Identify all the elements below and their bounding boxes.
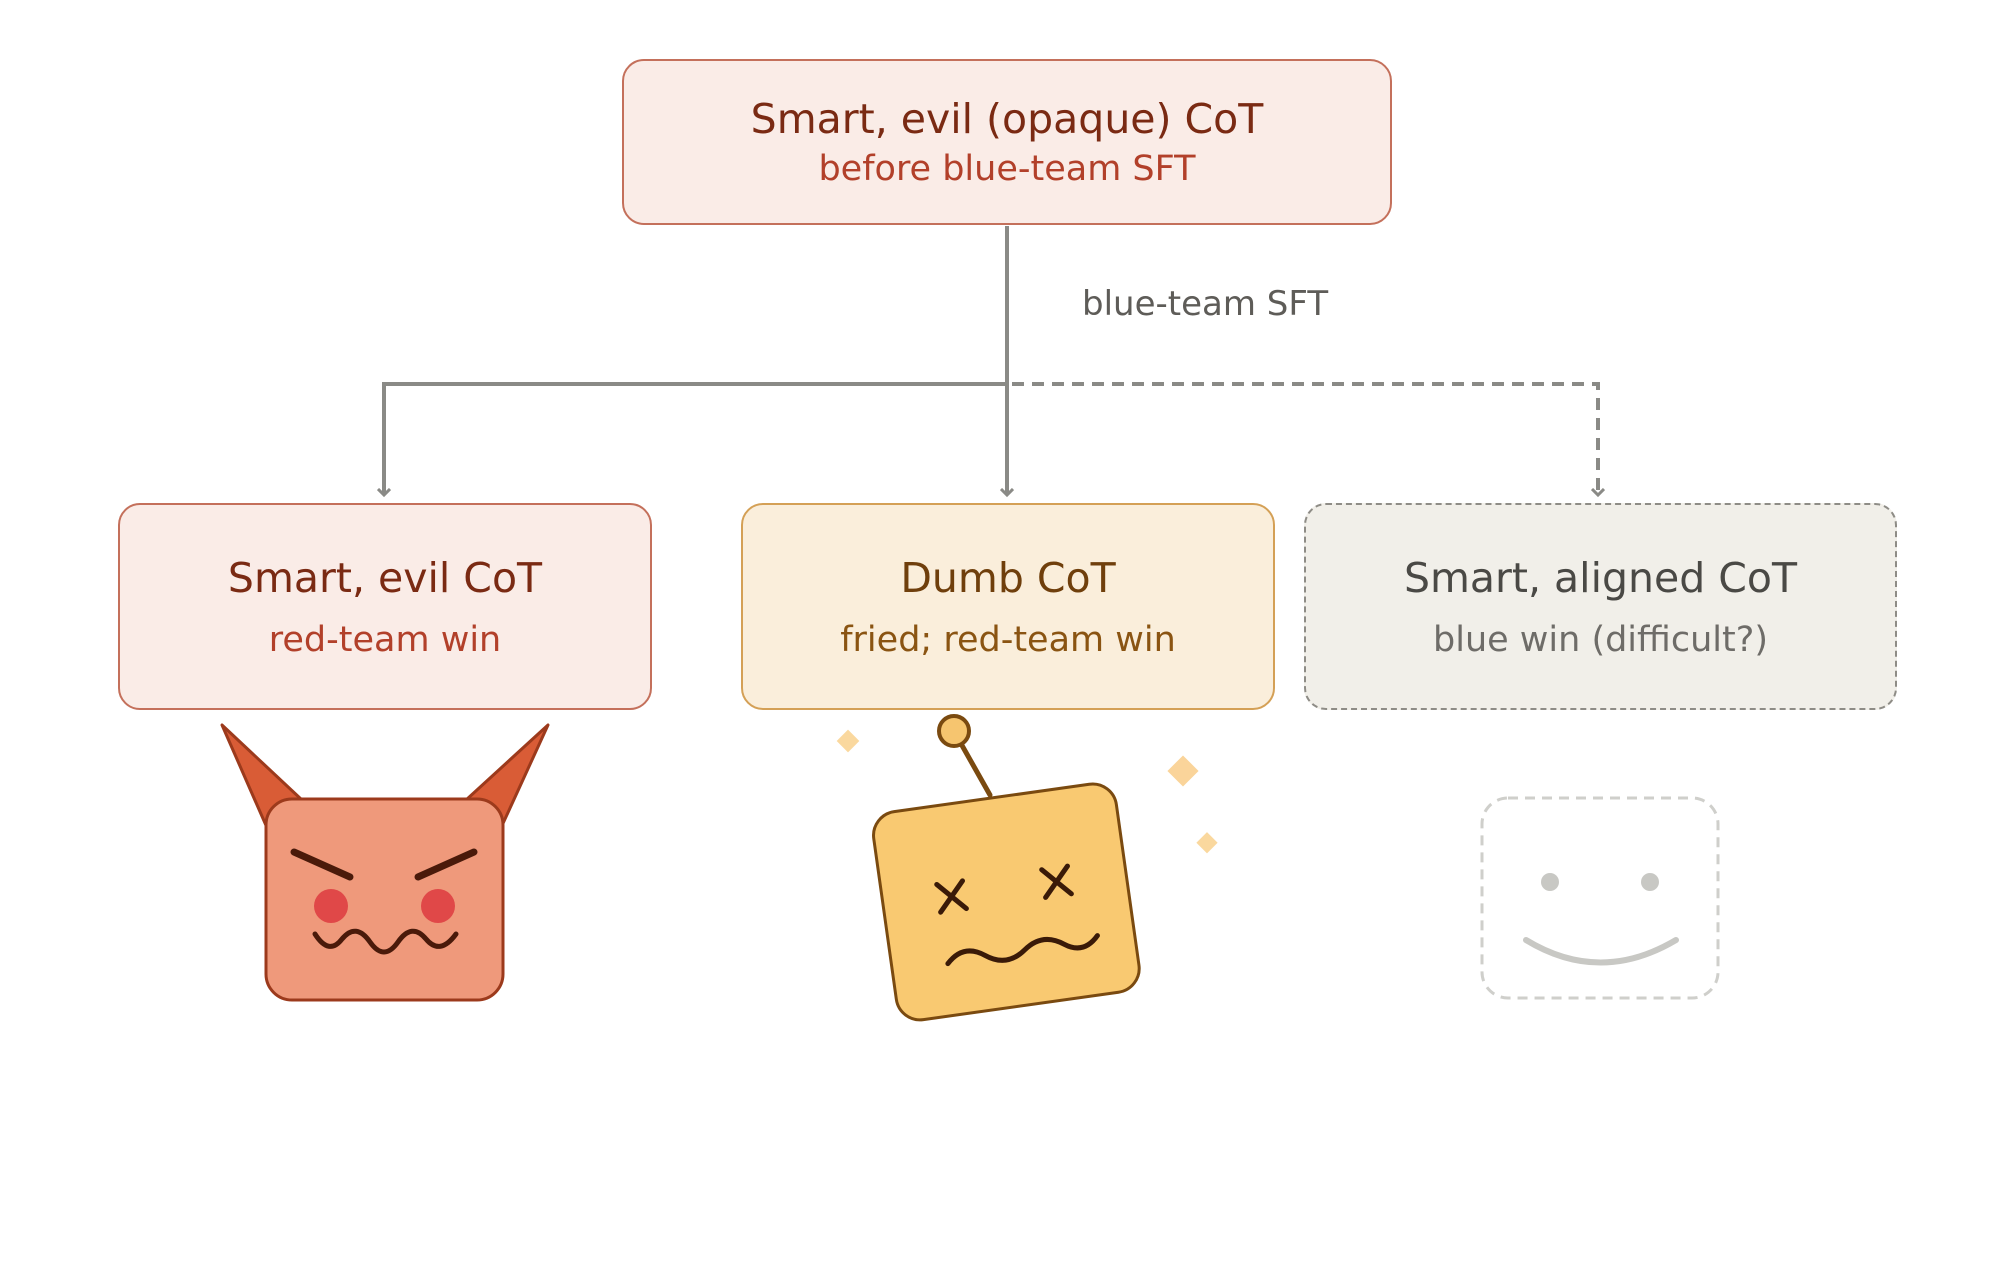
node-dumb: Dumb CoT fried; red-team win bbox=[741, 503, 1275, 710]
node-subtitle: blue win (difficult?) bbox=[1433, 619, 1768, 660]
edge-label: blue-team SFT bbox=[1082, 284, 1329, 324]
node-subtitle: red-team win bbox=[268, 619, 502, 660]
ghost-smiley-face-icon bbox=[1480, 796, 1720, 1000]
node-subtitle: before blue-team SFT bbox=[818, 149, 1196, 189]
node-smart-evil: Smart, evil CoT red-team win bbox=[118, 503, 652, 710]
arrow-to-left bbox=[384, 382, 1007, 495]
node-smart-aligned: Smart, aligned CoT blue win (difficult?) bbox=[1304, 503, 1897, 710]
node-title: Smart, evil (opaque) CoT bbox=[750, 95, 1264, 143]
node-title: Dumb CoT bbox=[900, 553, 1116, 602]
broken-robot-face-icon bbox=[836, 714, 1218, 1022]
arrow-to-right-dashed bbox=[1012, 382, 1598, 495]
devil-face-icon bbox=[220, 723, 550, 1002]
node-before-sft: Smart, evil (opaque) CoT before blue-tea… bbox=[622, 59, 1392, 225]
node-title: Smart, evil CoT bbox=[227, 553, 543, 602]
node-subtitle: fried; red-team win bbox=[840, 619, 1176, 660]
connectors bbox=[384, 226, 1598, 495]
node-title: Smart, aligned CoT bbox=[1403, 553, 1798, 602]
